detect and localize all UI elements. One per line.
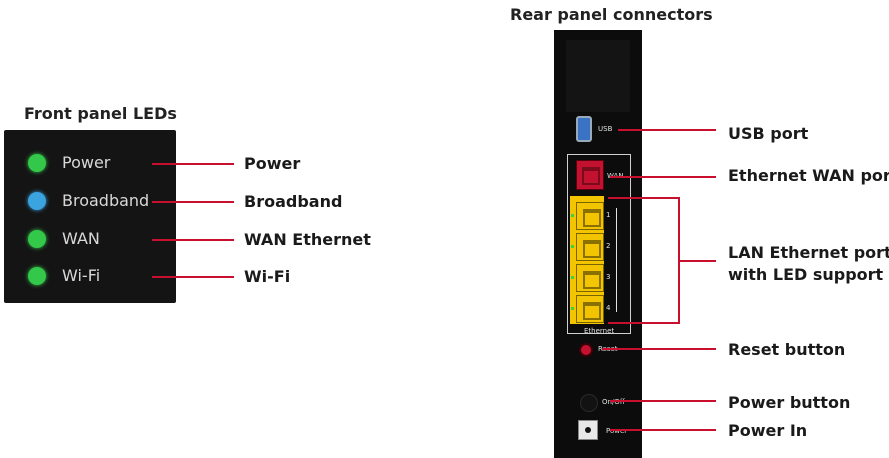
wifi-led-icon [28, 267, 46, 285]
lan-port-1-icon [576, 202, 604, 230]
rear-panel-title: Rear panel connectors [510, 5, 713, 24]
lan-port-3-number: 3 [606, 273, 611, 281]
lan-port-4-number: 4 [606, 304, 611, 312]
onoff-label: On/Off [602, 398, 625, 406]
lan-port-3-icon [576, 264, 604, 292]
front-panel: Power Broadband WAN Wi-Fi [4, 130, 176, 303]
usb-callout-line [618, 129, 716, 131]
reset-button-icon[interactable] [579, 343, 593, 357]
wan-port-icon [576, 160, 604, 190]
ethernet-group-box [567, 154, 631, 334]
lan-ports-callout-line2: with LED support [728, 265, 884, 284]
lan-port-4-icon [576, 295, 604, 323]
reset-callout-line [602, 348, 716, 350]
lan-number-rail [616, 208, 617, 312]
front-panel-title: Front panel LEDs [24, 104, 177, 123]
rear-panel: USB WAN 1 2 3 4 Ethernet Reset On/Off Po… [554, 30, 642, 458]
wifi-callout: Wi-Fi [244, 267, 291, 286]
usb-port-icon [576, 116, 592, 142]
broadband-led-label: Broadband [62, 191, 150, 210]
lan-number-strip [604, 196, 626, 324]
power-button-callout: Power button [728, 393, 851, 412]
ethernet-label: Ethernet [584, 327, 615, 335]
reset-button-callout: Reset button [728, 340, 846, 359]
power-button-icon[interactable] [580, 394, 598, 412]
ethernet-wan-port-callout: Ethernet WAN port [728, 166, 889, 185]
lan-port-1-number: 1 [606, 211, 611, 219]
lan-port-2-number: 2 [606, 242, 611, 250]
wan-port-callout-line [610, 176, 716, 178]
power-in-callout: Power In [728, 421, 808, 440]
lan-bracket-bottom [608, 322, 680, 324]
power-button-callout-line [610, 400, 716, 402]
lan-led-4-icon [571, 307, 574, 310]
power-led-label: Power [62, 153, 111, 172]
power-in-callout-line [610, 429, 716, 431]
wifi-led-label: Wi-Fi [62, 266, 101, 285]
wan-led-label: WAN [62, 229, 100, 248]
lan-callout-line [680, 260, 716, 262]
lan-bracket-side [678, 197, 680, 324]
broadband-led-icon [28, 192, 46, 210]
wan-led-icon [28, 230, 46, 248]
lan-port-2-icon [576, 233, 604, 261]
power-callout: Power [244, 154, 301, 173]
broadband-callout-line [152, 201, 234, 203]
power-callout-line [152, 163, 234, 165]
power-in-socket-icon [578, 420, 598, 440]
wan-ethernet-callout: WAN Ethernet [244, 230, 371, 249]
lan-led-3-icon [571, 276, 574, 279]
lan-ports-callout-line1: LAN Ethernet ports [728, 243, 889, 262]
lan-led-1-icon [571, 214, 574, 217]
usb-port-callout: USB port [728, 124, 809, 143]
wifi-callout-line [152, 276, 234, 278]
lan-bracket-top [608, 197, 680, 199]
power-led-icon [28, 154, 46, 172]
power-label: Power [606, 427, 628, 435]
wan-callout-line [152, 239, 234, 241]
vent-area [566, 40, 630, 112]
lan-led-2-icon [571, 245, 574, 248]
usb-label: USB [598, 125, 613, 133]
broadband-callout: Broadband [244, 192, 343, 211]
